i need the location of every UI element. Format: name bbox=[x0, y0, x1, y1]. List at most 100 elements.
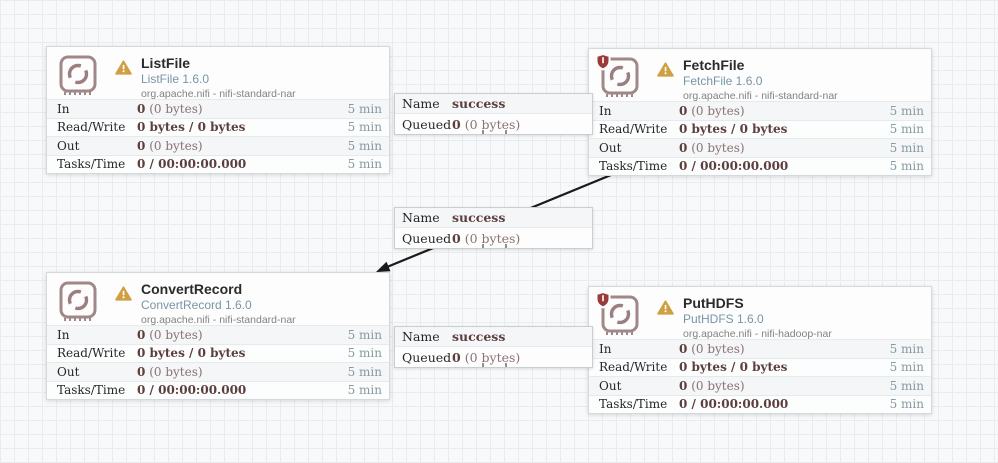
processor-bundle: org.apache.nifi - nifi-standard-nar bbox=[683, 90, 838, 102]
connection-queued-row: Queued 0 (0 bytes) bbox=[395, 114, 592, 134]
connection-name-row: Name success bbox=[395, 208, 592, 228]
processor-name: FetchFile bbox=[683, 57, 745, 73]
processor-icon bbox=[57, 55, 103, 97]
processor-puthdfs[interactable]: PutHDFS PutHDFS 1.6.0 org.apache.nifi - … bbox=[588, 286, 932, 414]
stat-row-in: In 0 (0 bytes) 5 min bbox=[589, 339, 931, 358]
stat-row-out: Out 0 (0 bytes) 5 min bbox=[47, 362, 389, 381]
processor-type-version: ListFile 1.6.0 bbox=[141, 72, 210, 86]
stat-row-readwrite: Read/Write 0 bytes / 0 bytes 5 min bbox=[47, 117, 389, 136]
stat-label: In bbox=[599, 341, 612, 356]
stat-count: 0 bbox=[679, 140, 688, 155]
stat-count: 0 / 00:00:00.000 bbox=[137, 157, 247, 172]
connection-name-key: Name bbox=[402, 96, 440, 111]
stat-row-readwrite: Read/Write 0 bytes / 0 bytes 5 min bbox=[589, 119, 931, 138]
stat-bytes: (0 bytes) bbox=[691, 378, 745, 393]
connection-queued-key: Queued bbox=[402, 349, 452, 365]
stat-count: 0 bytes / 0 bytes bbox=[137, 120, 246, 135]
processor-type-version: PutHDFS 1.6.0 bbox=[683, 312, 764, 326]
stat-row-readwrite: Read/Write 0 bytes / 0 bytes 5 min bbox=[589, 357, 931, 376]
stat-row-in: In 0 (0 bytes) 5 min bbox=[47, 99, 389, 118]
processor-fetchfile[interactable]: FetchFile FetchFile 1.6.0 org.apache.nif… bbox=[588, 48, 932, 176]
processor-name: ListFile bbox=[141, 55, 191, 71]
processor-name: ConvertRecord bbox=[141, 281, 243, 297]
connection-name-row: Name success bbox=[395, 94, 592, 114]
processor-stamp-icon bbox=[59, 55, 97, 95]
stat-label: Out bbox=[599, 140, 622, 155]
stat-period: 5 min bbox=[347, 327, 382, 342]
processor-listfile[interactable]: ListFile ListFile 1.6.0 org.apache.nifi … bbox=[46, 46, 390, 174]
stat-bytes: (0 bytes) bbox=[691, 103, 745, 118]
connection-queued-count: 0 bbox=[452, 116, 461, 132]
processor-type-version: ConvertRecord 1.6.0 bbox=[141, 298, 252, 312]
stat-bytes: (0 bytes) bbox=[149, 101, 203, 116]
processor-bundle: org.apache.nifi - nifi-standard-nar bbox=[141, 88, 296, 100]
stat-label: Read/Write bbox=[57, 120, 126, 135]
stat-row-taskstime: Tasks/Time 0 / 00:00:00.000 5 min bbox=[47, 154, 389, 173]
stat-label: Out bbox=[57, 364, 80, 379]
processor-bundle: org.apache.nifi - nifi-hadoop-nar bbox=[683, 328, 832, 340]
stat-period: 5 min bbox=[889, 378, 924, 393]
stat-bytes: (0 bytes) bbox=[149, 327, 203, 342]
connection-queued-row: Queued 0 (0 bytes) bbox=[395, 228, 592, 248]
restricted-shield-icon bbox=[595, 53, 611, 71]
stat-period: 5 min bbox=[889, 122, 924, 137]
processor-name: PutHDFS bbox=[683, 295, 744, 311]
stat-period: 5 min bbox=[889, 360, 924, 375]
stat-label: In bbox=[599, 103, 612, 118]
connection-name-value: success bbox=[452, 210, 506, 225]
stat-row-in: In 0 (0 bytes) 5 min bbox=[47, 325, 389, 344]
stat-row-out: Out 0 (0 bytes) 5 min bbox=[589, 138, 931, 157]
stat-label: Tasks/Time bbox=[57, 157, 126, 172]
restricted-shield-icon bbox=[595, 291, 611, 309]
processor-header: ListFile ListFile 1.6.0 org.apache.nifi … bbox=[47, 47, 389, 100]
stat-count: 0 bytes / 0 bytes bbox=[679, 360, 788, 375]
stat-bytes: (0 bytes) bbox=[149, 364, 203, 379]
arrowhead-icon bbox=[376, 261, 391, 272]
stat-row-taskstime: Tasks/Time 0 / 00:00:00.000 5 min bbox=[589, 156, 931, 175]
connection-queued-count: 0 bbox=[452, 230, 461, 246]
stat-period: 5 min bbox=[347, 157, 382, 172]
processor-icon bbox=[595, 53, 645, 99]
stat-label: In bbox=[57, 101, 70, 116]
stat-period: 5 min bbox=[889, 140, 924, 155]
stat-period: 5 min bbox=[889, 397, 924, 412]
stat-period: 5 min bbox=[347, 138, 382, 153]
stat-row-taskstime: Tasks/Time 0 / 00:00:00.000 5 min bbox=[589, 394, 931, 413]
connection-label-fetchfile-convertrecord[interactable]: Name success Queued 0 (0 bytes) bbox=[394, 207, 593, 249]
stat-label: Read/Write bbox=[599, 360, 668, 375]
stat-row-out: Out 0 (0 bytes) 5 min bbox=[589, 376, 931, 395]
stat-count: 0 bytes / 0 bytes bbox=[679, 122, 788, 137]
stat-period: 5 min bbox=[889, 341, 924, 356]
stat-row-taskstime: Tasks/Time 0 / 00:00:00.000 5 min bbox=[47, 380, 389, 399]
stat-period: 5 min bbox=[347, 120, 382, 135]
stat-period: 5 min bbox=[347, 364, 382, 379]
stat-count: 0 bbox=[679, 378, 688, 393]
connection-queued-bytes: (0 bytes) bbox=[464, 116, 521, 132]
connection-queued-bytes: (0 bytes) bbox=[464, 349, 521, 365]
stat-label: Tasks/Time bbox=[57, 383, 126, 398]
connection-label-listfile-fetchfile[interactable]: Name success Queued 0 (0 bytes) bbox=[394, 93, 593, 135]
stat-count: 0 bbox=[137, 364, 146, 379]
stat-row-out: Out 0 (0 bytes) 5 min bbox=[47, 136, 389, 155]
stat-count: 0 / 00:00:00.000 bbox=[679, 397, 789, 412]
connection-queued-bytes: (0 bytes) bbox=[464, 230, 521, 246]
stat-label: Read/Write bbox=[599, 122, 668, 137]
connection-queued-count: 0 bbox=[452, 349, 461, 365]
processor-stamp-icon bbox=[601, 57, 639, 97]
connection-queued-key: Queued bbox=[402, 230, 452, 246]
stat-row-readwrite: Read/Write 0 bytes / 0 bytes 5 min bbox=[47, 343, 389, 362]
processor-type-version: FetchFile 1.6.0 bbox=[683, 74, 763, 88]
stat-period: 5 min bbox=[347, 383, 382, 398]
connection-label-convertrecord-puthdfs[interactable]: Name success Queued 0 (0 bytes) bbox=[394, 326, 593, 368]
stat-count: 0 bbox=[137, 101, 146, 116]
stat-count: 0 / 00:00:00.000 bbox=[137, 383, 247, 398]
stat-label: Out bbox=[57, 138, 80, 153]
stat-count: 0 bbox=[137, 138, 146, 153]
processor-header: PutHDFS PutHDFS 1.6.0 org.apache.nifi - … bbox=[589, 287, 931, 340]
stat-period: 5 min bbox=[347, 101, 382, 116]
processor-header: ConvertRecord ConvertRecord 1.6.0 org.ap… bbox=[47, 273, 389, 326]
stat-period: 5 min bbox=[347, 346, 382, 361]
processor-stamp-icon bbox=[601, 295, 639, 335]
stat-period: 5 min bbox=[889, 103, 924, 118]
processor-convertrecord[interactable]: ConvertRecord ConvertRecord 1.6.0 org.ap… bbox=[46, 272, 390, 400]
